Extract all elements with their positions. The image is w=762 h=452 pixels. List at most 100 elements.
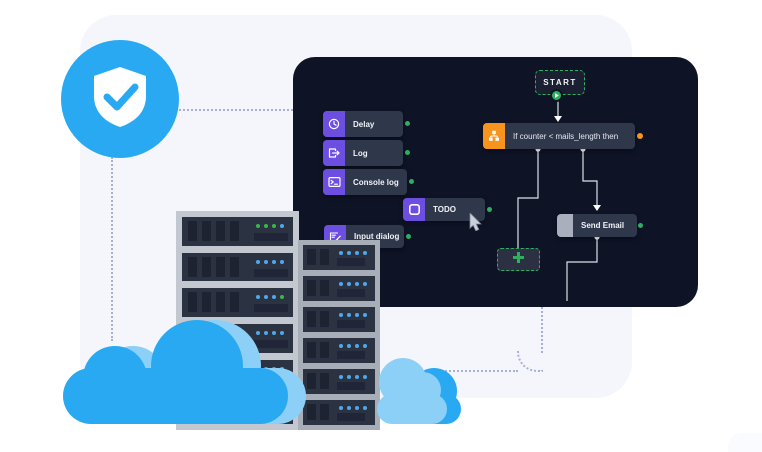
server-unit bbox=[303, 369, 375, 394]
status-led-blue bbox=[264, 259, 268, 264]
log-export-icon bbox=[323, 140, 345, 166]
status-led-green bbox=[280, 295, 284, 300]
node-label: Delay bbox=[353, 119, 375, 129]
server-slot bbox=[307, 404, 316, 420]
dotted-connector-panel-down bbox=[541, 307, 543, 353]
server-slot bbox=[230, 256, 239, 277]
status-led-blue bbox=[347, 282, 351, 286]
output-port[interactable] bbox=[409, 179, 414, 184]
status-led-green bbox=[264, 224, 268, 228]
server-rack-back bbox=[298, 240, 380, 430]
status-led-blue bbox=[264, 295, 268, 300]
status-led-blue bbox=[347, 375, 351, 379]
server-slot bbox=[320, 342, 329, 358]
output-port[interactable] bbox=[405, 150, 410, 155]
server-unit bbox=[182, 288, 293, 318]
node-label: Input dialog bbox=[354, 232, 400, 241]
status-led-blue bbox=[272, 259, 276, 264]
node-label: TODO bbox=[433, 205, 456, 214]
status-led-blue bbox=[355, 251, 359, 255]
server-slot bbox=[202, 221, 211, 241]
server-unit bbox=[182, 252, 293, 282]
server-slot bbox=[216, 256, 225, 277]
status-led-blue bbox=[363, 406, 367, 410]
plus-icon bbox=[512, 251, 525, 269]
server-slot bbox=[320, 404, 329, 420]
server-unit bbox=[303, 400, 375, 425]
email-icon bbox=[557, 214, 573, 237]
status-led-blue bbox=[347, 251, 351, 255]
server-slot bbox=[307, 373, 316, 389]
status-led-blue bbox=[355, 313, 359, 317]
terminal-icon bbox=[323, 169, 345, 195]
server-slot bbox=[307, 342, 316, 358]
vent-panel bbox=[254, 340, 288, 349]
status-led-blue bbox=[363, 282, 367, 286]
status-led-blue bbox=[363, 344, 367, 348]
status-led-blue bbox=[347, 344, 351, 348]
server-slot bbox=[216, 292, 225, 313]
server-unit bbox=[303, 338, 375, 363]
server-slot bbox=[320, 311, 329, 327]
status-led-blue bbox=[355, 375, 359, 379]
shield-check-icon bbox=[90, 65, 150, 134]
server-slot bbox=[307, 311, 316, 327]
server-slot bbox=[307, 249, 316, 265]
output-port[interactable] bbox=[637, 133, 643, 139]
palette-node-delay[interactable]: Delay bbox=[323, 111, 403, 137]
status-led-blue bbox=[264, 331, 268, 336]
palette-node-todo[interactable]: TODO bbox=[403, 198, 485, 221]
server-unit bbox=[303, 245, 375, 270]
server-slot bbox=[202, 256, 211, 277]
status-led-blue bbox=[363, 251, 367, 255]
server-slot bbox=[320, 249, 329, 265]
node-label: Console log bbox=[353, 177, 399, 187]
status-led-blue bbox=[339, 313, 343, 317]
palette-node-console-log[interactable]: Console log bbox=[323, 169, 407, 195]
cloud-small bbox=[377, 358, 467, 424]
vent-panel bbox=[254, 304, 288, 313]
bottom-right-corner-shape bbox=[728, 433, 762, 452]
dotted-connector-badge-to-panel bbox=[179, 109, 293, 111]
todo-checkbox-icon bbox=[403, 198, 425, 221]
server-slot bbox=[188, 256, 197, 277]
status-led-green bbox=[272, 224, 276, 228]
status-led-blue bbox=[339, 344, 343, 348]
output-port[interactable] bbox=[405, 121, 410, 126]
send-email-node[interactable]: Send Email bbox=[557, 214, 637, 237]
status-led-blue bbox=[280, 259, 284, 264]
vent-panel bbox=[254, 268, 288, 277]
play-icon[interactable] bbox=[550, 89, 563, 102]
palette-node-log[interactable]: Log bbox=[323, 140, 403, 166]
status-led-blue bbox=[355, 344, 359, 348]
status-led-blue bbox=[355, 406, 359, 410]
server-unit bbox=[303, 276, 375, 301]
vent-panel bbox=[337, 382, 365, 390]
output-port[interactable] bbox=[487, 207, 492, 212]
status-led-blue bbox=[347, 313, 351, 317]
vent-panel bbox=[337, 351, 365, 359]
node-label: Send Email bbox=[581, 221, 625, 230]
server-unit bbox=[182, 217, 293, 246]
vent-panel bbox=[337, 289, 365, 297]
condition-node[interactable]: If counter < mails_length then bbox=[483, 123, 635, 149]
output-port[interactable] bbox=[638, 223, 643, 228]
status-led-blue bbox=[256, 331, 260, 336]
server-slot bbox=[320, 280, 329, 296]
status-led-blue bbox=[339, 251, 343, 255]
vent-panel bbox=[337, 413, 365, 421]
server-slot bbox=[216, 221, 225, 241]
status-led-blue bbox=[355, 282, 359, 286]
server-slot bbox=[320, 373, 329, 389]
add-node-button[interactable] bbox=[497, 248, 540, 271]
vent-panel bbox=[337, 258, 365, 266]
status-led-blue bbox=[363, 313, 367, 317]
mouse-cursor-icon bbox=[469, 212, 485, 236]
status-led-blue bbox=[339, 406, 343, 410]
node-label: If counter < mails_length then bbox=[513, 131, 619, 141]
status-led-green bbox=[256, 224, 260, 228]
cloud-large bbox=[63, 320, 313, 424]
output-port[interactable] bbox=[406, 234, 411, 239]
dotted-connector-horizontal bbox=[386, 370, 518, 372]
